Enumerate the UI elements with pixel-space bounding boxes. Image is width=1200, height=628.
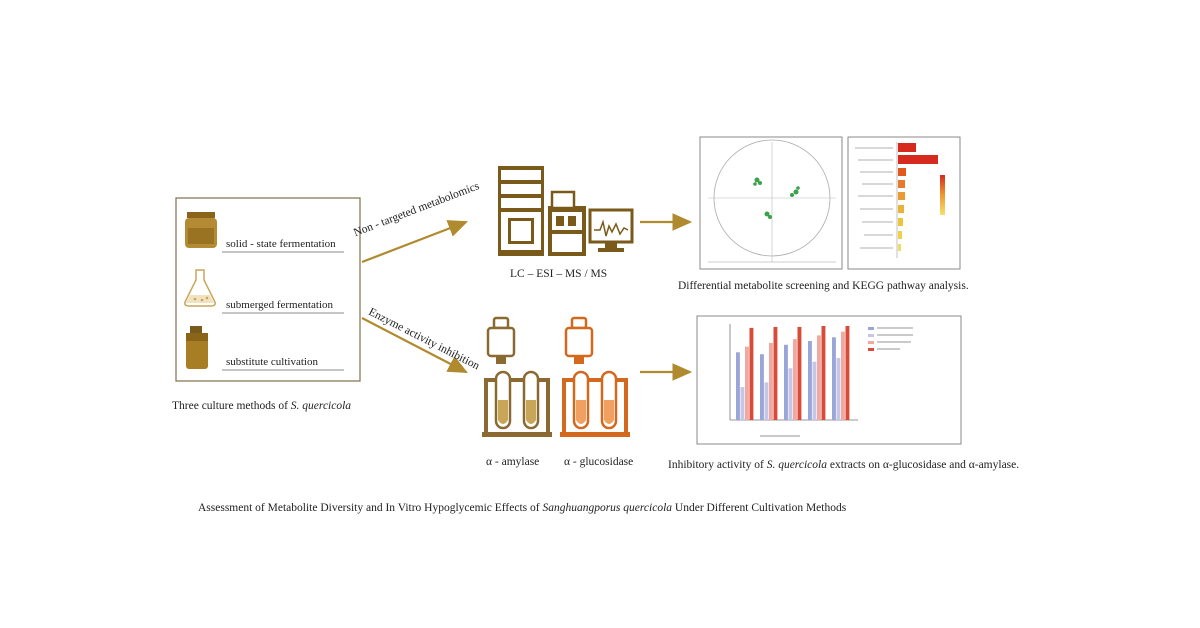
jar-icon: [185, 212, 217, 248]
inhibition-bar: [832, 337, 836, 420]
graphic-title: Assessment of Metabolite Diversity and I…: [198, 502, 846, 514]
method-substitute-label: substitute cultivation: [226, 356, 318, 368]
upper-diagonal-arrow: [361, 220, 469, 264]
inhibition-bar: [821, 326, 826, 420]
culture-caption-text: Three culture methods of: [172, 400, 291, 412]
glucosidase-assay-icon: [560, 316, 630, 437]
title-suffix: Under Different Cultivation Methods: [672, 502, 847, 514]
inhibition-bar: [773, 326, 778, 420]
bottom-caption-suffix: extracts on α-glucosidase and α-amylase.: [826, 459, 1020, 471]
inhibition-bar: [841, 331, 845, 420]
inhibition-bar: [740, 387, 745, 420]
inhibition-bar: [749, 327, 754, 420]
inhibition-bar-chart: [696, 315, 962, 445]
flask-icon: [184, 269, 216, 307]
inhibition-bar: [793, 339, 797, 420]
inhibition-bar: [764, 382, 769, 420]
lcms-label: LC – ESI – MS / MS: [510, 268, 608, 280]
lower-diagonal-arrow: [361, 317, 468, 374]
glucosidase-label: α - glucosidase: [564, 456, 634, 468]
bottom-caption-prefix: Inhibitory activity of: [668, 459, 767, 471]
top-results-caption: Differential metabolite screening and KE…: [678, 280, 969, 292]
inhibition-bar: [788, 368, 793, 420]
bag-icon: [186, 326, 208, 369]
bottom-caption-species: S. quercicola: [766, 459, 827, 471]
title-prefix: Assessment of Metabolite Diversity and I…: [198, 502, 543, 514]
inhibition-bar: [760, 354, 764, 420]
amylase-assay-icon: [482, 316, 552, 437]
inhibition-bar: [812, 361, 817, 420]
title-species: Sanghuangporus quercicola: [542, 502, 673, 514]
inhibition-bar: [836, 357, 841, 420]
bottom-results-caption: Inhibitory activity of S. quercicola ext…: [668, 459, 1019, 471]
pca-score-plot: [699, 136, 843, 270]
inhibition-bar: [745, 346, 749, 420]
method-solid-state-label: solid - state fermentation: [226, 238, 336, 250]
inhibition-bar: [784, 344, 788, 420]
inhibition-bar: [797, 326, 802, 420]
culture-caption-species: S. quercicola: [290, 400, 352, 412]
inhibition-bar: [736, 352, 740, 420]
inhibition-bar: [769, 342, 773, 420]
inhibition-bar: [817, 335, 821, 420]
culture-caption: Three culture methods of S. quercicola: [172, 400, 351, 412]
inhibition-bar: [845, 326, 850, 420]
inhibition-bar: [808, 341, 812, 420]
method-submerged-label: submerged fermentation: [226, 299, 334, 311]
amylase-label: α - amylase: [486, 456, 540, 468]
kegg-enrichment-plot: [847, 136, 961, 270]
lcms-instrument-icon: [498, 166, 634, 256]
